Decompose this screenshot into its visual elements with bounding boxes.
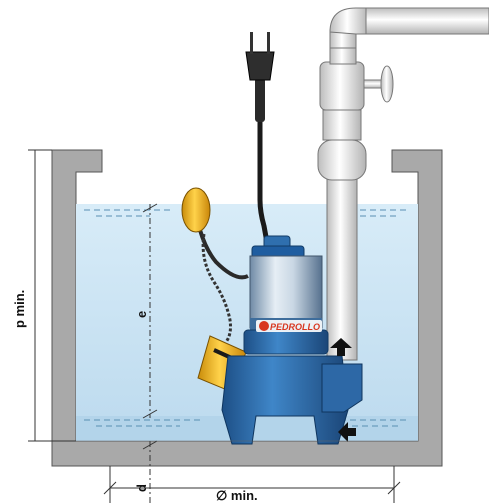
brand-logo-mark xyxy=(259,321,269,331)
pipe-riser-lower xyxy=(326,174,358,361)
dimension-lines xyxy=(28,149,418,503)
float-coiled-cable xyxy=(201,233,232,343)
label-p-min: p min. xyxy=(12,290,27,328)
pipe-horizontal xyxy=(365,7,489,35)
pit-wall xyxy=(51,149,443,467)
power-cable xyxy=(245,32,275,249)
plug-pin-left xyxy=(250,32,253,54)
check-valve xyxy=(317,139,367,181)
arrow-up-icon xyxy=(330,338,352,356)
label-diameter-min: ∅ min. xyxy=(216,488,258,503)
arrow-left-icon xyxy=(338,422,356,442)
label-d: d xyxy=(134,484,149,492)
flow-arrows xyxy=(330,338,356,442)
plug-body xyxy=(245,51,275,81)
dimension-labels: p min. e d ∅ min. xyxy=(12,290,258,503)
pipe-riser-upper xyxy=(329,29,357,65)
cable xyxy=(257,118,271,249)
pump-volute xyxy=(243,329,329,355)
gate-valve-body xyxy=(319,61,365,111)
discharge-pipe xyxy=(317,7,489,361)
pipe-elbow xyxy=(329,7,369,35)
pump-outlet xyxy=(321,363,363,413)
float-upper xyxy=(181,187,211,233)
brand-logo-text: PEDROLLO xyxy=(270,322,320,332)
water-surface-lines xyxy=(84,209,410,427)
pipe-nipple xyxy=(322,109,362,141)
pump-motor-casing xyxy=(249,255,323,329)
cable-sleeve xyxy=(255,78,265,122)
plug-pin-right xyxy=(267,32,270,54)
gate-valve-handwheel xyxy=(380,65,394,103)
pump: PEDROLLO xyxy=(221,235,363,445)
label-e: e xyxy=(134,311,149,318)
pump-brand-plate xyxy=(256,320,322,332)
